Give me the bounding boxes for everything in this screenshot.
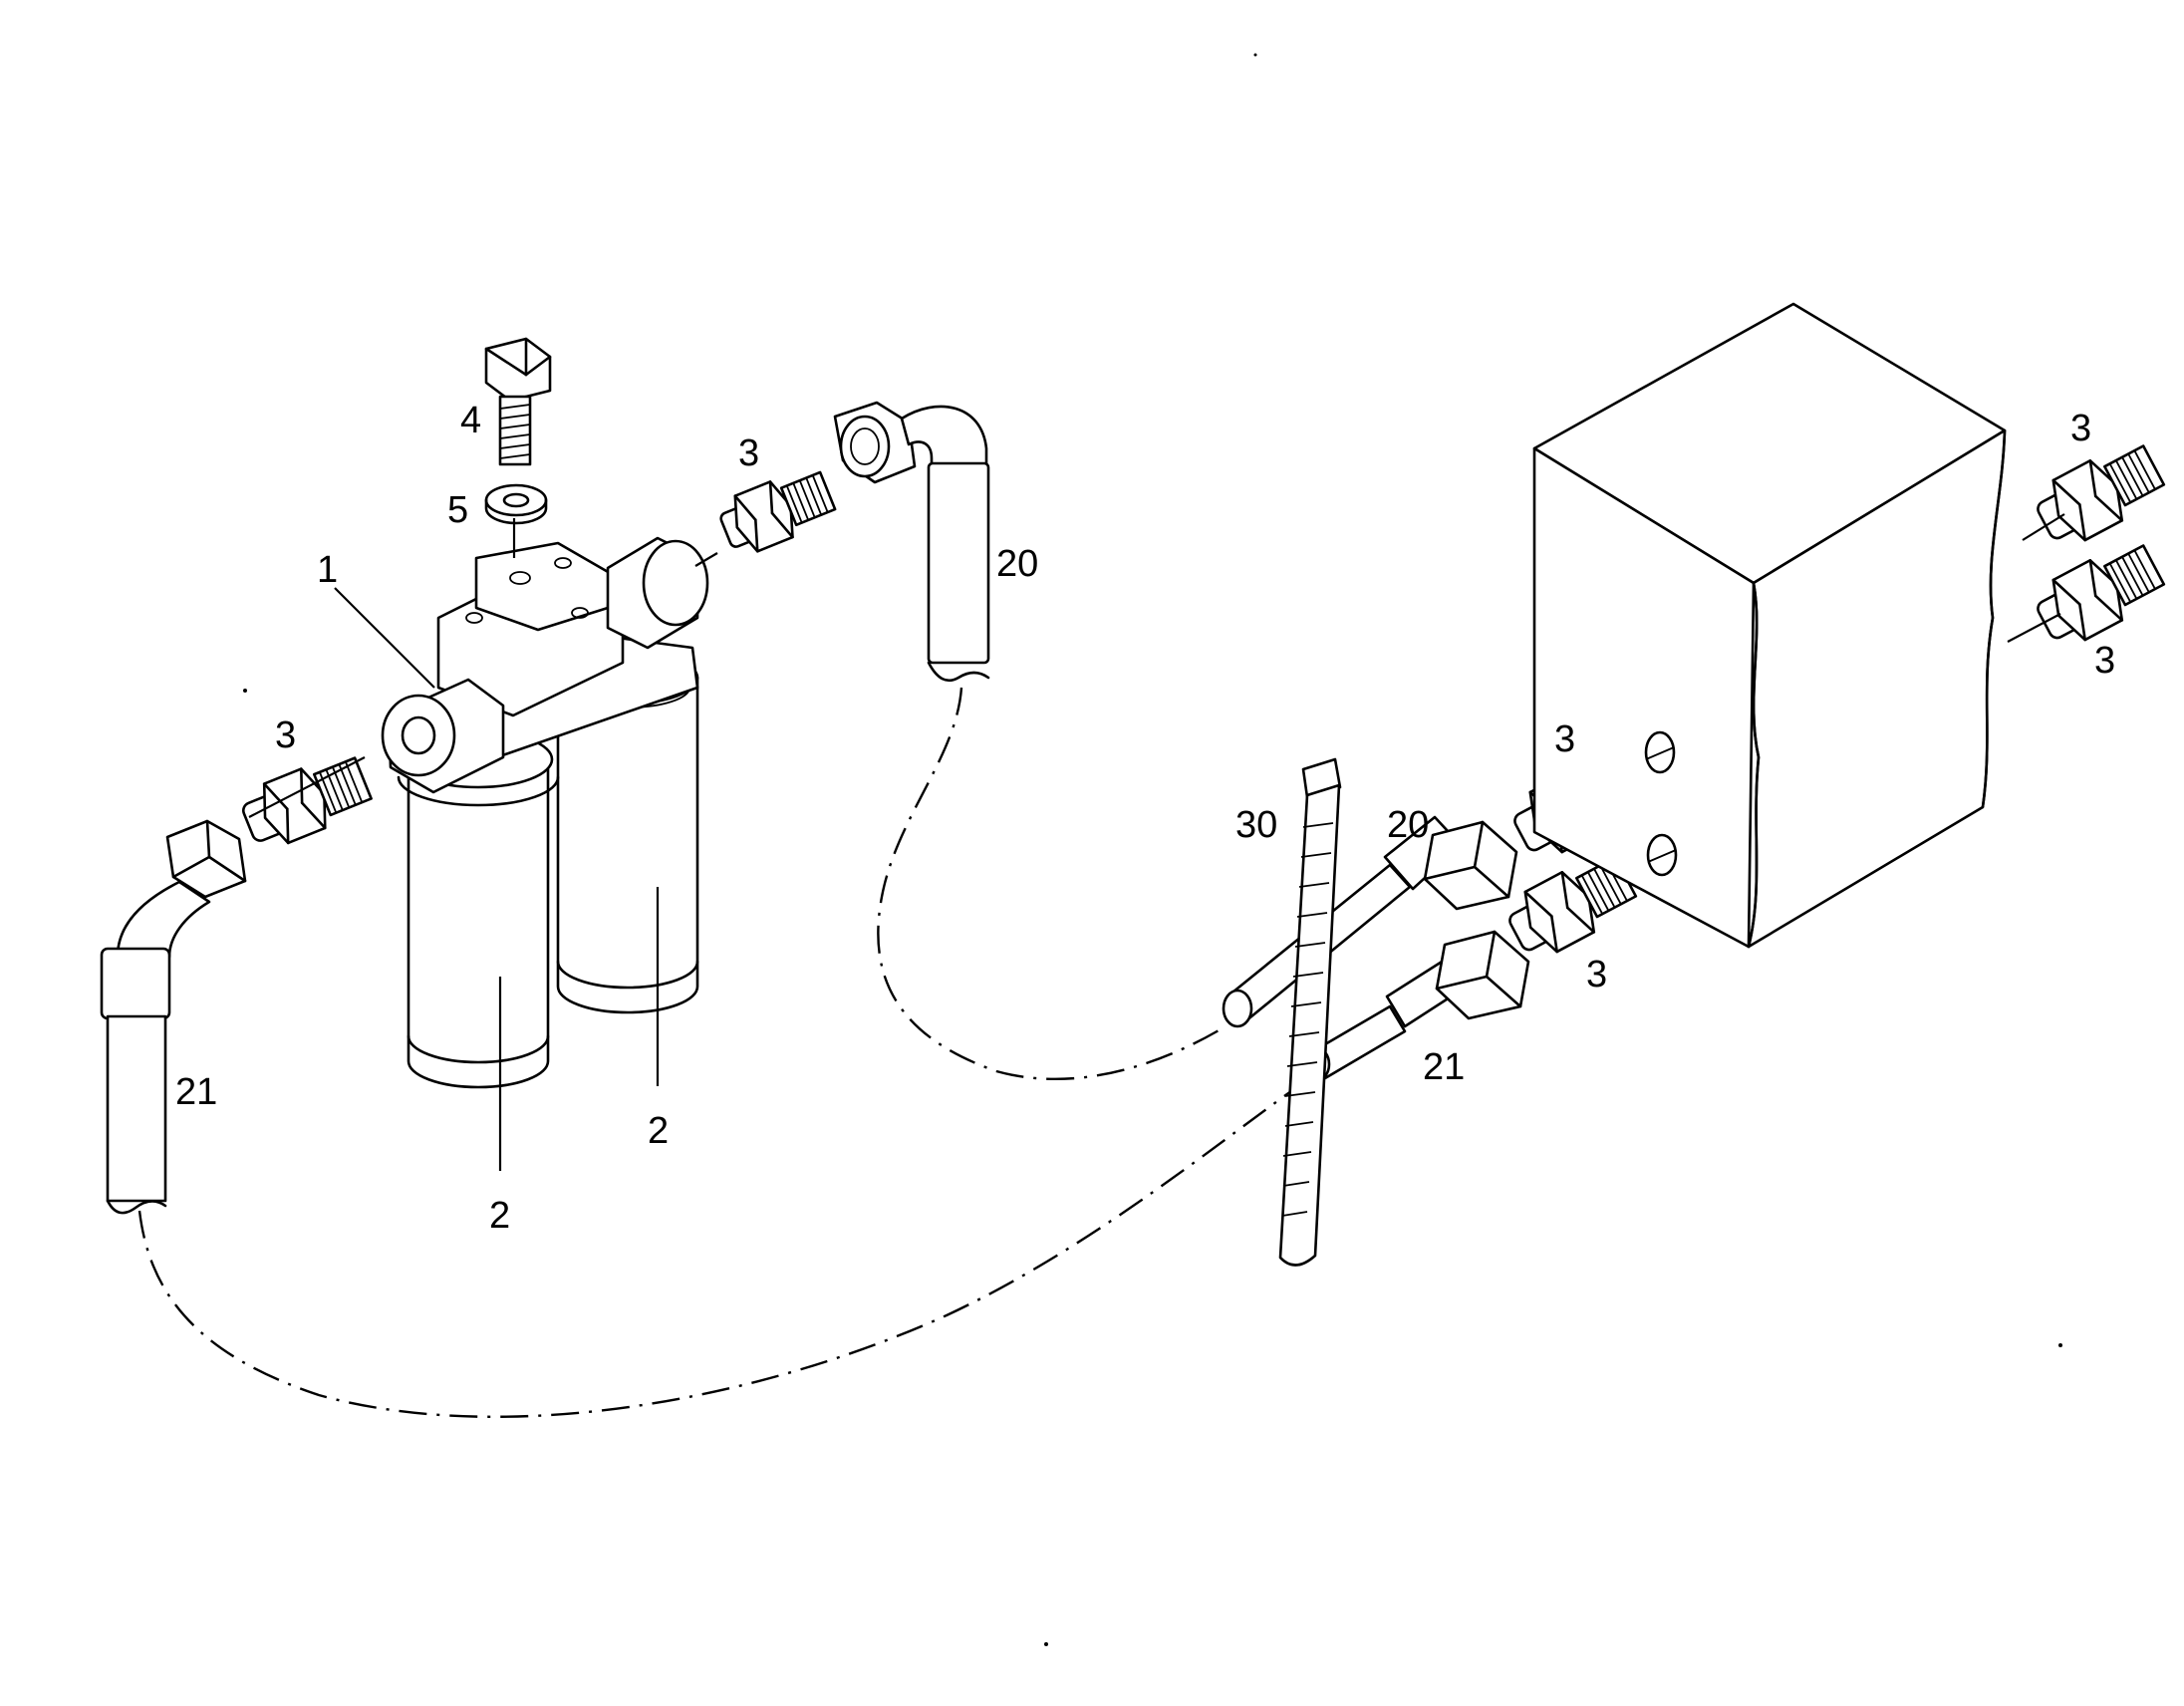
scan-specks (243, 53, 2062, 1646)
callout-3-box-top-upper: 3 (2070, 408, 2091, 449)
callout-labels: 1 2 2 3 3 3 3 3 3 4 5 20 20 21 21 30 (175, 400, 2115, 1237)
filter-head (381, 536, 709, 794)
hose-21-end (1303, 930, 1530, 1082)
callout-3-filter-right: 3 (738, 432, 759, 474)
hose-route-21 (137, 1073, 1316, 1418)
component-box (1532, 302, 2007, 949)
fitting-filter-left (241, 756, 373, 845)
bolt (484, 337, 552, 466)
callout-5: 5 (447, 489, 468, 531)
callout-3-box-front-upper: 3 (1554, 718, 1575, 760)
callout-1: 1 (317, 549, 338, 591)
filter-assembly (381, 536, 709, 1089)
callout-30: 30 (1235, 804, 1277, 846)
hose-20-elbow (833, 401, 990, 683)
fitting-box-top-upper (2037, 444, 2166, 542)
callout-3-box-top-lower: 3 (2094, 640, 2115, 682)
callout-4: 4 (460, 400, 481, 441)
hose-21-elbow (100, 819, 247, 1215)
hose-route-20 (877, 687, 1227, 1080)
fitting-filter-right (719, 470, 837, 553)
callout-3-filter-left: 3 (275, 714, 296, 756)
fitting-box-top-lower (2037, 544, 2166, 642)
cable-tie (1278, 757, 1342, 1267)
callout-20-top: 20 (996, 543, 1038, 585)
washer (484, 483, 548, 525)
callout-20-front: 20 (1387, 804, 1429, 846)
callout-21-front: 21 (1423, 1046, 1465, 1088)
callout-2-rear: 2 (648, 1110, 669, 1152)
leader-lines (248, 513, 2065, 1171)
callout-2-front: 2 (489, 1195, 510, 1237)
callout-3-box-front-lower: 3 (1586, 954, 1607, 995)
callout-21-left: 21 (175, 1071, 217, 1113)
